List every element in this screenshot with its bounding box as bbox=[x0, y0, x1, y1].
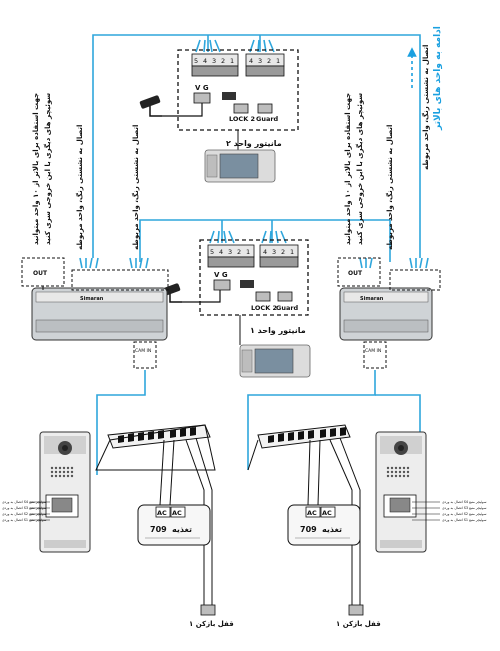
right-panel-wire-labels: اتصال به وردی S4 سوئیچر منبع اتصال به ور… bbox=[442, 500, 487, 522]
right-extend-note-2: سوئیچر های دیگری با این خروجی سری کنید bbox=[355, 93, 364, 245]
left-wire-label-1: اتصال به وردی S3 سوئیچر منبع bbox=[2, 506, 47, 510]
unit2-box bbox=[177, 49, 299, 131]
u2-term-l-1: 4 bbox=[203, 57, 207, 65]
left-ac2: AC bbox=[172, 509, 182, 517]
right-connect-note-a: اتصال به نشستی رنگ، واحد مربوطه bbox=[385, 125, 394, 250]
left-connect-note-b: اتصال به نشستی رنگ، واحد مربوطه bbox=[131, 125, 140, 250]
right-cam-label: CAM IN bbox=[365, 348, 381, 354]
left-extend-note: جهت استفاده برای بالاتر از ۱۰ واحد میتوا… bbox=[32, 93, 40, 245]
u2-term-l-2: 3 bbox=[212, 57, 216, 65]
left-cable-channel bbox=[95, 424, 216, 610]
left-wire-label-0: اتصال به وردی S4 سوئیچر منبع bbox=[2, 500, 47, 504]
side-note: ادامه به واحد های بالاتر bbox=[407, 26, 443, 131]
u1-term-r-2: 2 bbox=[281, 248, 285, 256]
unit1-monitor bbox=[239, 315, 311, 378]
right-wire-label-2: اتصال به وردی S2 سوئیچر منبع bbox=[442, 512, 487, 516]
left-wire-label-3: اتصال به وردی S1 سوئیچر منبع bbox=[2, 518, 47, 522]
right-power-label: تغذیه bbox=[322, 525, 342, 534]
left-brand: Simaran bbox=[80, 296, 104, 302]
left-panel-wire-labels: اتصال به وردی S4 سوئیچر منبع اتصال به ور… bbox=[2, 500, 47, 522]
u2-term-l-3: 2 bbox=[221, 57, 225, 65]
left-power-model: 709 bbox=[150, 525, 167, 534]
u1-vg-label: V G bbox=[214, 271, 228, 279]
right-wire-label-1: اتصال به وردی S3 سوئیچر منبع bbox=[442, 506, 487, 510]
u2-term-r-0: 4 bbox=[249, 57, 253, 65]
right-connect-note-b: اتصال به نشستی رنگ، واحد مربوطه bbox=[421, 45, 430, 170]
unit2-terminal-numbers: 5 4 3 2 1 4 3 2 1 bbox=[194, 57, 280, 65]
unit1-terminal-numbers: 5 4 3 2 1 4 3 2 1 bbox=[210, 248, 294, 256]
u2-term-r-3: 1 bbox=[276, 57, 280, 65]
left-power-label: تغذیه bbox=[172, 525, 192, 534]
left-ac1: AC bbox=[157, 509, 167, 517]
u2-guard-label: Guard bbox=[256, 115, 279, 123]
blue-bus-wires bbox=[79, 34, 429, 475]
right-cable-channel bbox=[247, 424, 361, 610]
right-notes: جهت استفاده برای بالاتر از ۱۰ واحد میتوا… bbox=[344, 45, 430, 250]
left-wire-label-2: اتصال به وردی S2 سوئیچر منبع bbox=[2, 512, 47, 516]
left-switcher bbox=[21, 257, 169, 369]
u2-lock-label: LOCK 2 bbox=[229, 115, 255, 123]
right-extend-note: جهت استفاده برای بالاتر از ۱۰ واحد میتوا… bbox=[344, 93, 352, 245]
u1-term-r-1: 3 bbox=[272, 248, 276, 256]
left-extend-note-2: سوئیچر های دیگری با این خروجی سری کنید bbox=[43, 93, 52, 245]
left-notes: جهت استفاده برای بالاتر از ۱۰ واحد میتوا… bbox=[32, 93, 140, 250]
right-switcher bbox=[337, 257, 441, 369]
u2-monitor-label: مانیتور واحد ۲ bbox=[226, 139, 282, 148]
right-door-panel bbox=[375, 431, 440, 553]
u1-monitor-label: مانیتور واحد ۱ bbox=[250, 326, 306, 335]
u2-vg-label: V G bbox=[195, 84, 209, 92]
u2-term-l-0: 5 bbox=[194, 57, 198, 65]
right-lock-label: قفل بازکن ۱ bbox=[336, 620, 381, 628]
right-ac2: AC bbox=[322, 509, 332, 517]
u1-lock-label: LOCK 2 bbox=[251, 304, 277, 312]
u2-term-r-2: 2 bbox=[267, 57, 271, 65]
left-out-label: OUT bbox=[33, 270, 48, 277]
right-wire-label-0: اتصال به وردی S4 سوئیچر منبع bbox=[442, 500, 487, 504]
left-power-supply bbox=[137, 504, 211, 546]
right-power-model: 709 bbox=[300, 525, 317, 534]
unit2-monitor bbox=[204, 130, 276, 183]
u1-term-l-3: 2 bbox=[237, 248, 241, 256]
right-power-supply bbox=[287, 504, 361, 546]
left-cam-label: CAM IN bbox=[135, 348, 151, 354]
u2-term-l-4: 1 bbox=[230, 57, 234, 65]
right-out-label: OUT bbox=[348, 270, 363, 277]
svg-text:ادامه به واحد های بالاتر: ادامه به واحد های بالاتر bbox=[433, 26, 443, 131]
right-wire-label-3: اتصال به وردی S1 سوئیچر منبع bbox=[442, 518, 487, 522]
u1-term-l-4: 1 bbox=[246, 248, 250, 256]
right-door-lock bbox=[348, 604, 364, 616]
left-connect-note-a: اتصال به نشستی رنگ، واحد مربوطه bbox=[75, 125, 84, 250]
right-ac1: AC bbox=[307, 509, 317, 517]
u2-term-r-1: 3 bbox=[258, 57, 262, 65]
unit1-box bbox=[199, 239, 309, 316]
u1-term-l-1: 4 bbox=[219, 248, 223, 256]
u1-term-l-2: 3 bbox=[228, 248, 232, 256]
u1-term-r-0: 4 bbox=[263, 248, 267, 256]
u1-term-r-3: 1 bbox=[290, 248, 294, 256]
left-door-lock bbox=[200, 604, 216, 616]
u1-term-l-0: 5 bbox=[210, 248, 214, 256]
camera-icon bbox=[139, 95, 203, 117]
left-door-panel bbox=[30, 431, 91, 553]
left-lock-label: قفل بازکن ۱ bbox=[189, 620, 234, 628]
right-brand: Simaran bbox=[360, 296, 384, 302]
u1-guard-label: Guard bbox=[276, 304, 299, 312]
